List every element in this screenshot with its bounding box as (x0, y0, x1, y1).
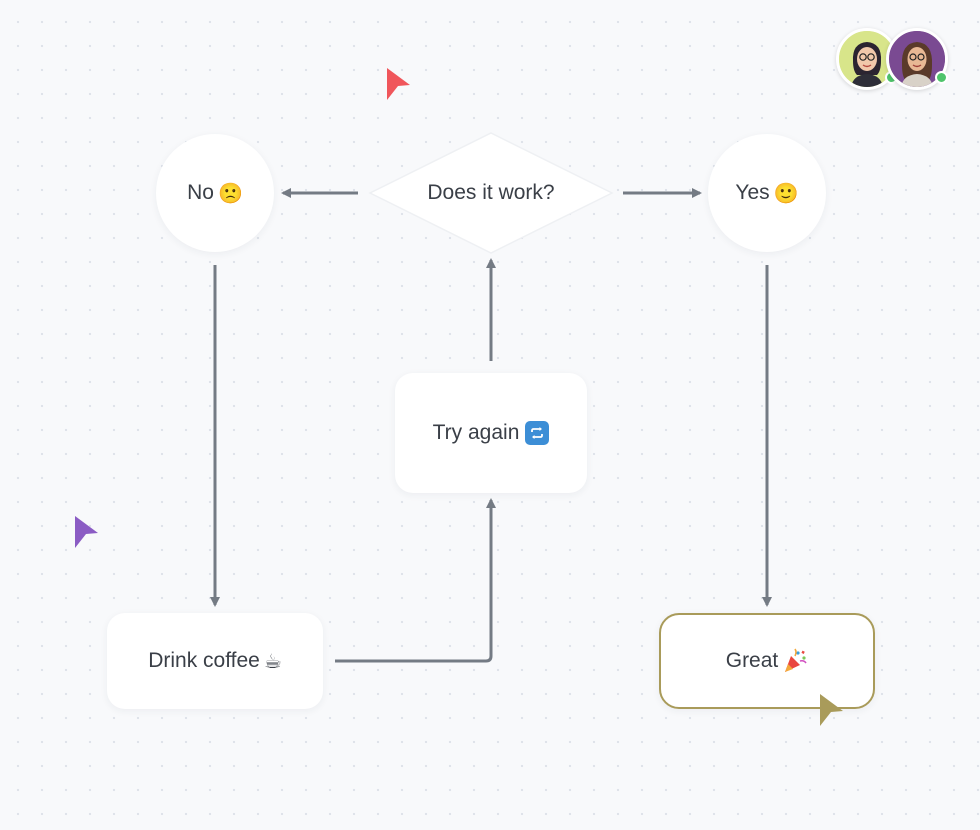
edge-drink-coffee-to-try-again (335, 498, 496, 663)
collaborator-cursor-red (387, 68, 410, 100)
no-node-label: No (187, 181, 214, 204)
yes-node[interactable]: Yes 🙂 (708, 134, 826, 252)
hot-beverage-icon: ☕ (263, 649, 282, 673)
try-again-node-label: Try again (432, 421, 520, 444)
frowning-face-icon: 🙁 (217, 181, 243, 205)
collaborator-cursor-purple (75, 516, 98, 548)
collaborator-cursor-olive (820, 694, 843, 726)
collaborator-avatar-2[interactable] (886, 28, 948, 90)
drink-coffee-node-label: Drink coffee (148, 649, 260, 672)
great-node-label: Great (725, 649, 779, 672)
person-avatar-icon (889, 31, 945, 87)
online-status-indicator (935, 71, 948, 84)
smiling-face-icon: 🙂 (773, 181, 799, 205)
repeat-icon (525, 421, 550, 445)
great-node[interactable]: Great (659, 613, 875, 709)
party-popper-icon (782, 648, 808, 674)
person-avatar-icon (839, 31, 895, 87)
yes-node-label: Yes (735, 181, 770, 204)
decision-node[interactable]: Does it work? (370, 133, 612, 253)
no-node[interactable]: No 🙁 (156, 134, 274, 252)
party-popper-shape (785, 648, 807, 672)
repeat-arrows-icon (531, 427, 544, 439)
decision-node-label: Does it work? (427, 181, 555, 204)
drink-coffee-node[interactable]: Drink coffee ☕ (107, 613, 323, 709)
try-again-node[interactable]: Try again (395, 373, 587, 493)
decision-node-shape[interactable] (368, 131, 614, 255)
